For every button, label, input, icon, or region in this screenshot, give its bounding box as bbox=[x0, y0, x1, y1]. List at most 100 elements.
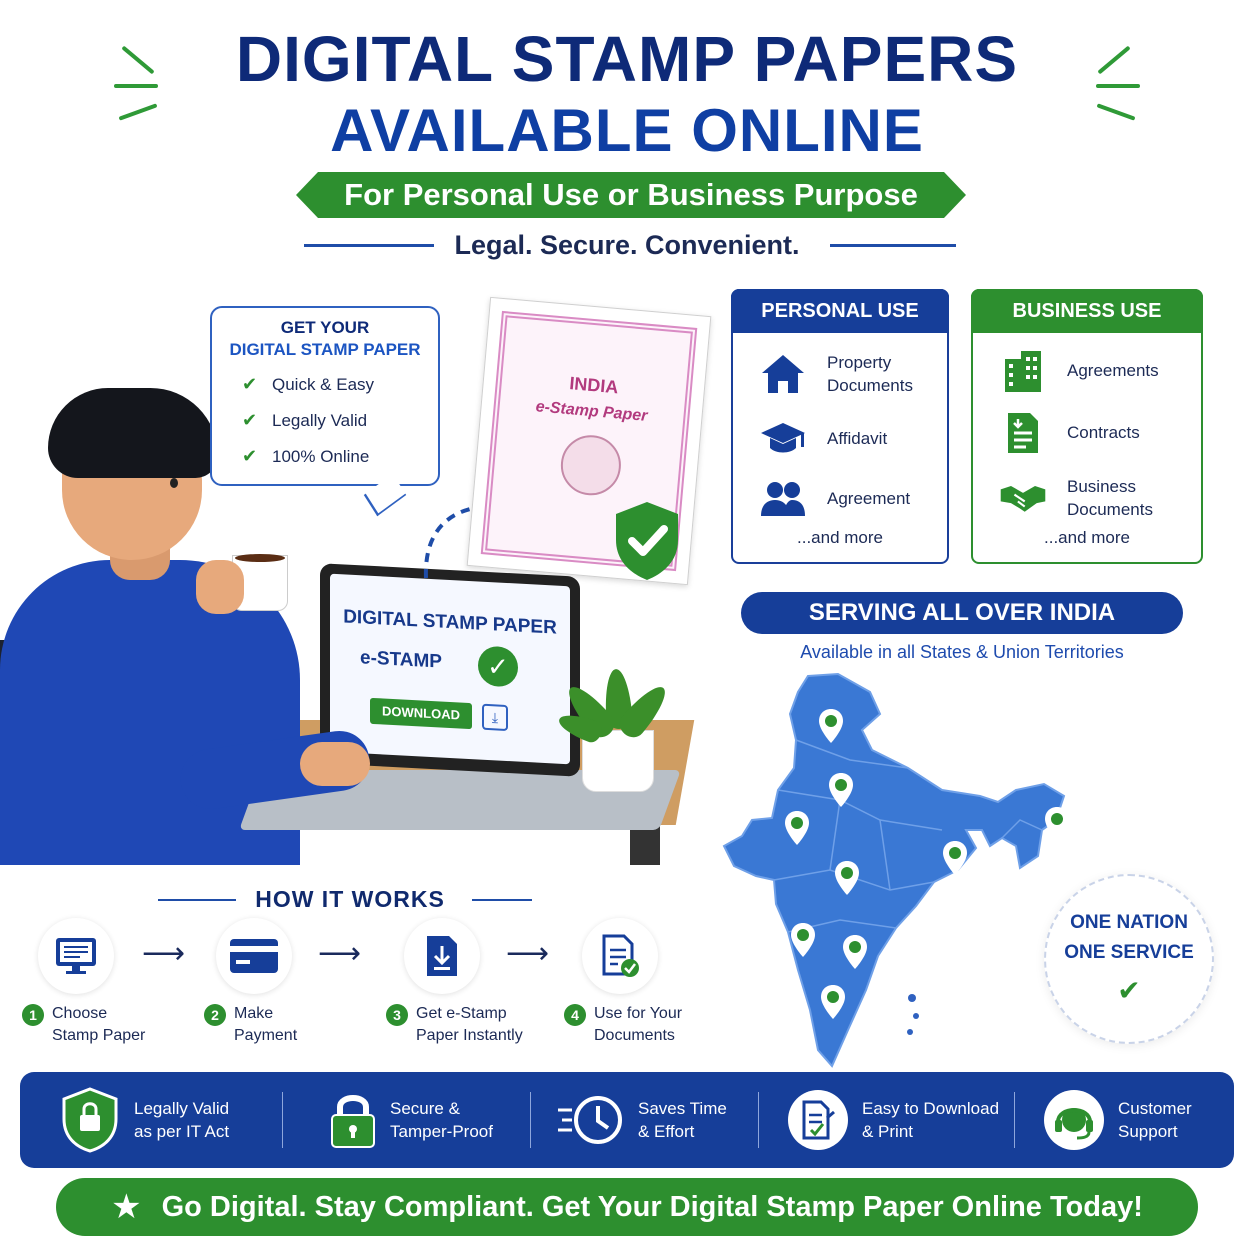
nation-line-2: ONE SERVICE bbox=[1064, 942, 1194, 963]
business-item-label: Business Documents bbox=[1067, 477, 1153, 519]
tagline: Legal. Secure. Convenient. bbox=[454, 230, 800, 260]
personal-item-label: Agreement bbox=[827, 489, 911, 508]
map-pin-icon bbox=[843, 935, 867, 969]
one-nation-badge: ONE NATION ONE SERVICE ✔ bbox=[1044, 874, 1214, 1044]
personal-item-property: Property Documents bbox=[759, 351, 927, 397]
house-icon bbox=[759, 352, 807, 396]
feature-line-1: Easy to Download bbox=[862, 1099, 1000, 1118]
speech-bubble bbox=[210, 306, 440, 486]
person-hand-mug bbox=[196, 560, 244, 614]
feature-divider bbox=[1014, 1092, 1015, 1148]
map-pin-icon bbox=[829, 773, 853, 807]
feature-line-2: & Print bbox=[862, 1122, 914, 1141]
feature-line-1: Legally Valid bbox=[134, 1099, 230, 1118]
person-hand-typing bbox=[300, 742, 370, 786]
bubble-item: ✔ Quick & Easy bbox=[242, 374, 374, 395]
business-item-contracts: Contracts bbox=[999, 411, 1140, 455]
padlock-icon bbox=[331, 1095, 375, 1148]
star-icon: ★ bbox=[111, 1188, 142, 1226]
download-icon[interactable]: ⤓ bbox=[482, 703, 508, 732]
checkmark-icon: ✔ bbox=[242, 374, 258, 394]
serving-subtitle: Available in all States & Union Territor… bbox=[800, 642, 1124, 662]
map-pin-icon bbox=[785, 811, 809, 845]
map-pin-icon bbox=[835, 861, 859, 895]
bubble-heading-1: GET YOUR bbox=[280, 318, 370, 337]
bubble-item-label: 100% Online bbox=[272, 446, 370, 466]
step-number: 3 bbox=[386, 1004, 408, 1026]
feature-line-2: & Effort bbox=[638, 1122, 695, 1141]
clock-icon bbox=[558, 1096, 622, 1144]
personal-item-agreement: Agreement bbox=[759, 477, 910, 521]
coffee bbox=[235, 554, 285, 562]
person-eye bbox=[170, 478, 178, 488]
how-rule-right bbox=[472, 899, 532, 901]
how-it-works-title: HOW IT WORKS bbox=[255, 886, 445, 912]
feature-line-2: as per IT Act bbox=[134, 1122, 230, 1141]
map-pin-icon bbox=[943, 841, 967, 875]
person-hair bbox=[48, 388, 218, 478]
business-item-label: Contracts bbox=[1067, 423, 1140, 442]
feature-saves-time: Saves Time & Effort bbox=[556, 1072, 727, 1168]
laptop-title: DIGITAL STAMP PAPER bbox=[343, 606, 557, 639]
cta-banner[interactable]: ★ Go Digital. Stay Compliant. Get Your D… bbox=[56, 1178, 1198, 1236]
personal-more: ...and more bbox=[797, 528, 883, 547]
arrow-right-icon: ⟶ bbox=[318, 937, 362, 970]
personal-use-card: PERSONAL USE Property Documents Affidavi… bbox=[731, 289, 949, 564]
map-pin-icon bbox=[819, 709, 843, 743]
card-icon bbox=[216, 918, 292, 994]
handshake-icon bbox=[999, 476, 1047, 520]
download-button[interactable]: DOWNLOAD bbox=[370, 697, 472, 730]
checkmark-icon: ✔ bbox=[242, 446, 258, 466]
headset-icon bbox=[1044, 1090, 1104, 1150]
business-item-label: Agreements bbox=[1067, 361, 1159, 380]
step-number: 4 bbox=[564, 1004, 586, 1026]
feature-secure: Secure & Tamper-Proof bbox=[330, 1072, 493, 1168]
business-use-title: BUSINESS USE bbox=[971, 289, 1203, 333]
feature-easy-download: Easy to Download & Print bbox=[788, 1072, 999, 1168]
title-line-1: DIGITAL STAMP PAPERS bbox=[235, 23, 1019, 95]
bubble-heading-2: DIGITAL STAMP PAPER bbox=[229, 340, 421, 359]
doc-pen-icon bbox=[788, 1090, 848, 1150]
bubble-item-label: Quick & Easy bbox=[272, 374, 375, 394]
feature-legally-valid: Legally Valid as per IT Act bbox=[60, 1072, 229, 1168]
checkmark-icon: ✔ bbox=[242, 410, 258, 430]
nation-line-1: ONE NATION bbox=[1070, 912, 1188, 933]
serving-banner: SERVING ALL OVER INDIA bbox=[741, 592, 1183, 634]
arrow-right-icon: ⟶ bbox=[142, 937, 186, 970]
title-line-2: AVAILABLE ONLINE bbox=[330, 97, 924, 164]
step-number: 2 bbox=[204, 1004, 226, 1026]
feature-line-1: Saves Time bbox=[638, 1099, 727, 1118]
doc-check-icon bbox=[582, 918, 658, 994]
feature-divider bbox=[530, 1092, 531, 1148]
feature-divider bbox=[758, 1092, 759, 1148]
feature-divider bbox=[282, 1092, 283, 1148]
laptop-subtitle: e-STAMP bbox=[360, 647, 442, 673]
people-icon bbox=[759, 477, 807, 521]
business-item-agreements: Agreements bbox=[999, 349, 1159, 393]
building-icon bbox=[999, 349, 1047, 393]
bubble-item: ✔ 100% Online bbox=[242, 446, 369, 467]
feature-line-1: Customer bbox=[1118, 1099, 1192, 1118]
shield-lock-icon bbox=[62, 1087, 118, 1153]
how-rule-left bbox=[158, 899, 236, 901]
map-pin-icon bbox=[1045, 807, 1069, 841]
personal-item-label: Property Documents bbox=[827, 353, 913, 395]
check-circle-icon: ✓ bbox=[478, 645, 518, 688]
tagline-rule-left bbox=[304, 244, 434, 247]
cta-text: Go Digital. Stay Compliant. Get Your Dig… bbox=[161, 1190, 1143, 1223]
feature-line-1: Secure & bbox=[390, 1099, 460, 1118]
monitor-icon bbox=[38, 918, 114, 994]
personal-item-affidavit: Affidavit bbox=[759, 417, 887, 461]
feature-line-2: Support bbox=[1118, 1122, 1178, 1141]
india-map bbox=[722, 672, 1066, 1068]
download-doc-icon bbox=[404, 918, 480, 994]
feature-line-2: Tamper-Proof bbox=[390, 1122, 493, 1141]
shield-check-icon bbox=[616, 502, 678, 580]
emblem-seal-icon bbox=[558, 432, 624, 498]
checkmark-icon: ✔ bbox=[1117, 975, 1141, 1006]
graduation-cap-icon bbox=[759, 417, 807, 461]
